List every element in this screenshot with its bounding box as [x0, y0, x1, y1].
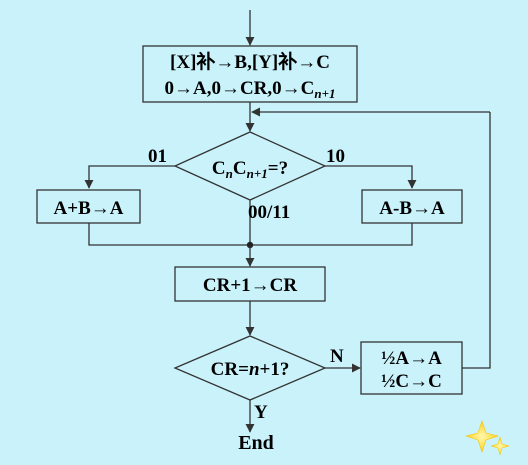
- branch-01-arrow: [84, 165, 175, 189]
- sub-box: [361, 189, 463, 224]
- branch-01-label: 01: [148, 146, 167, 167]
- add-box-label: A+B→A: [54, 198, 124, 219]
- shift-line-2: ½C→C: [381, 371, 442, 392]
- sparkle-stars-icon: [464, 420, 510, 456]
- loop-back-line: [462, 112, 491, 369]
- init-line-1: [X]补→B,[Y]补→C: [170, 50, 330, 73]
- merge-right-line: [250, 223, 413, 246]
- sub-box-label: A-B→A: [379, 198, 445, 219]
- decision1-text: CnCn+1=?: [212, 158, 288, 181]
- yes-label: Y: [254, 402, 268, 423]
- cr-box-label: CR+1→CR: [203, 275, 297, 296]
- decision2-text: CR=n+1?: [211, 359, 290, 380]
- no-label: N: [330, 346, 344, 367]
- shift-line-1: ½A→A: [381, 348, 442, 369]
- merge-left-line: [88, 223, 250, 246]
- add-box: [36, 189, 141, 224]
- branch-10-arrow: [325, 165, 417, 189]
- merge-dot: [246, 241, 254, 249]
- end-label: End: [238, 432, 274, 454]
- branch-10-label: 10: [326, 146, 345, 167]
- init-line-2: 0→A,0→CR,0→Cn+1: [164, 78, 335, 101]
- shift-box: [360, 341, 463, 395]
- branch-00-11-label: 00/11: [248, 202, 290, 223]
